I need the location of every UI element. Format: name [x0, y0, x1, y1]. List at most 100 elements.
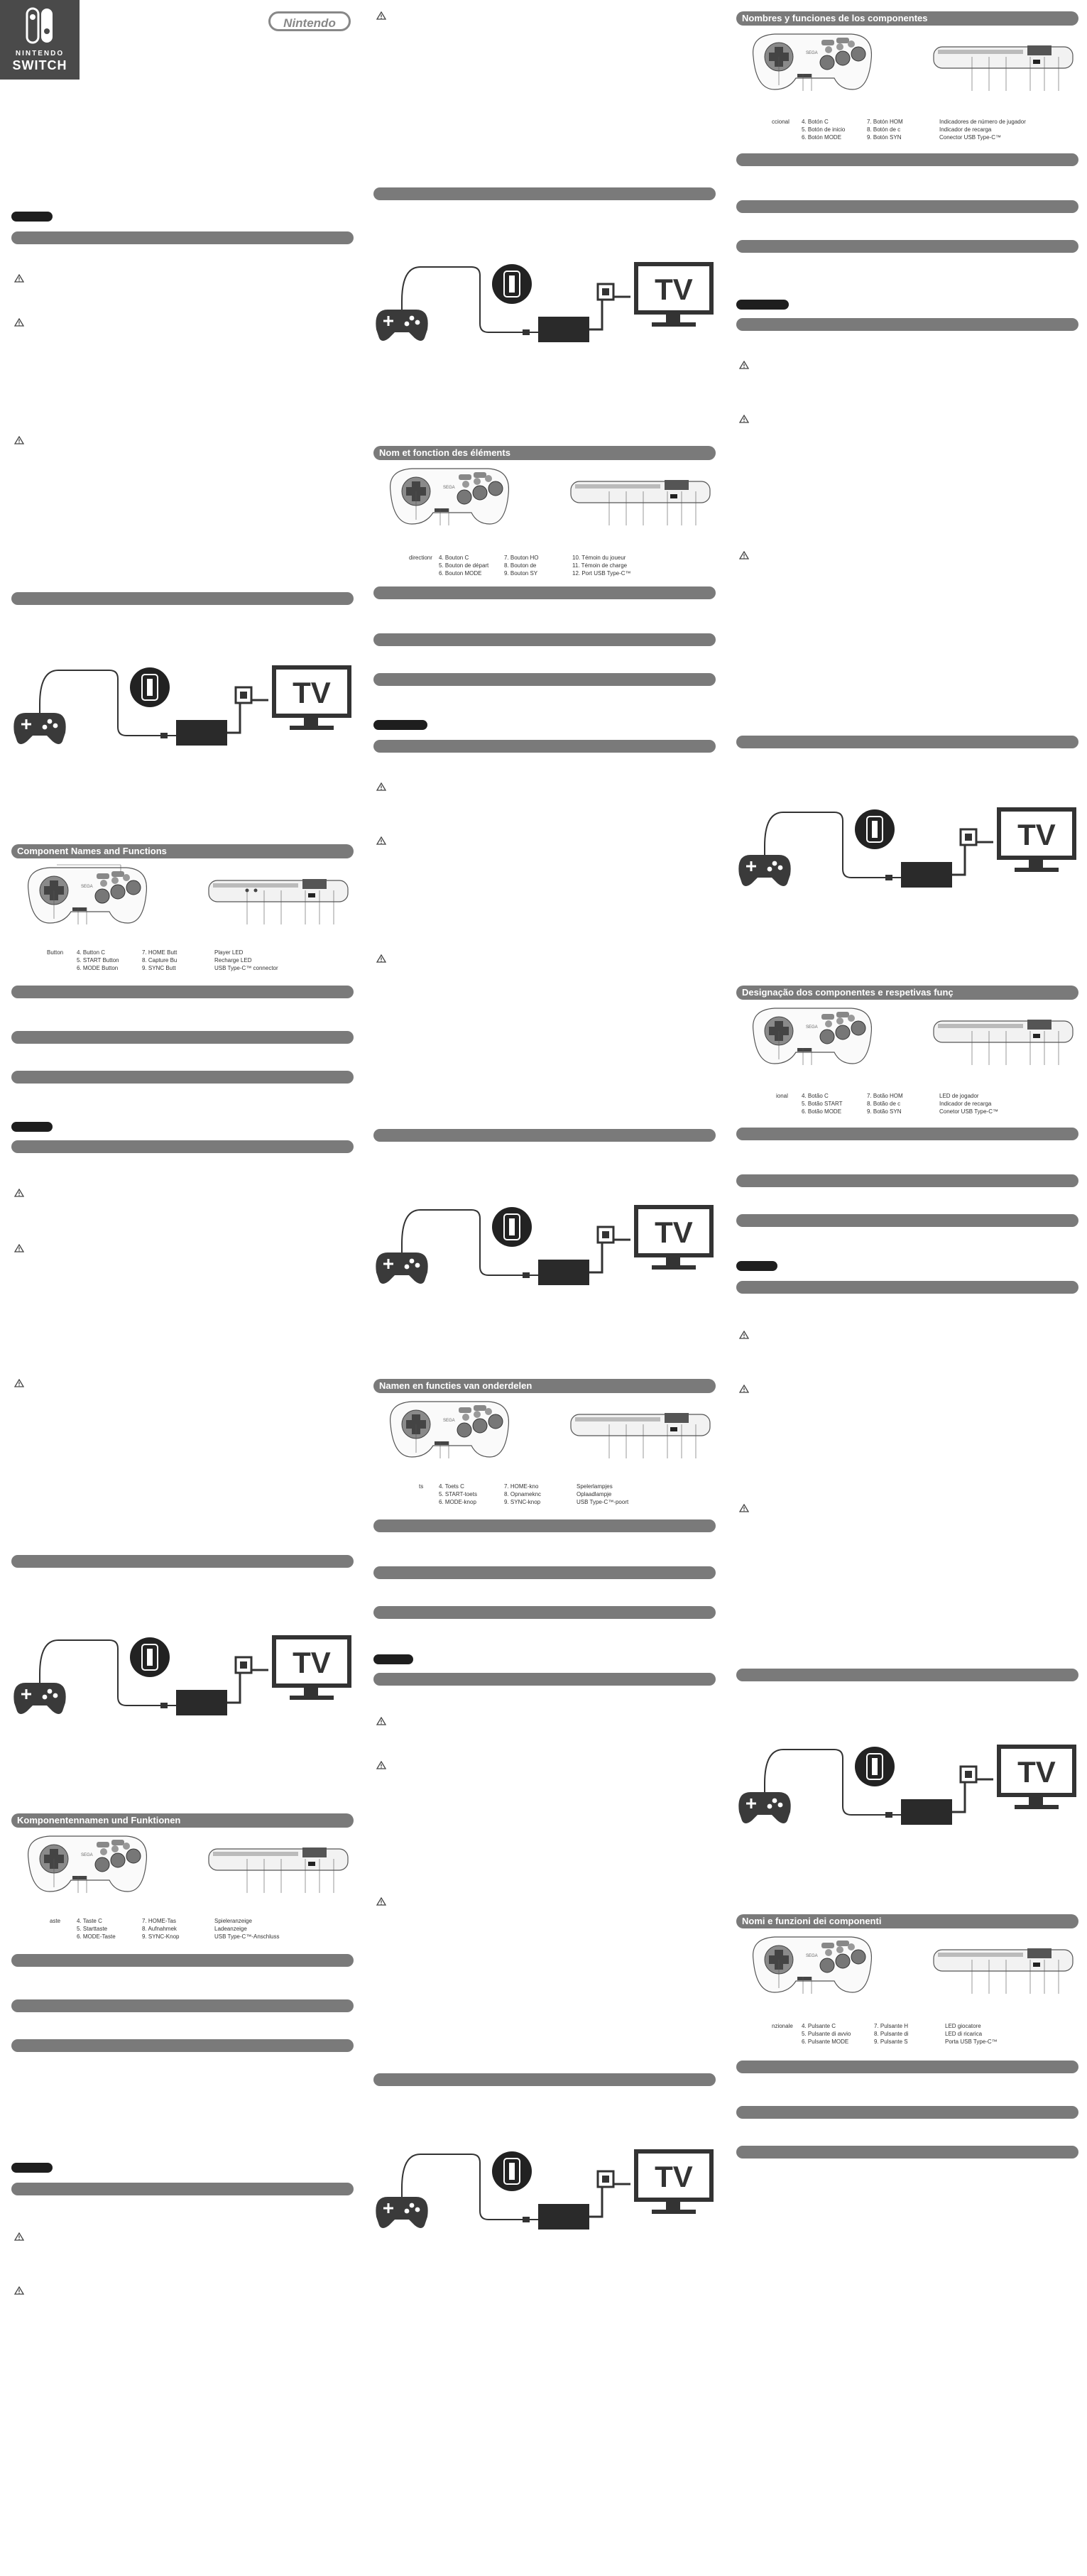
- controller-component-diagram: SEGA: [752, 1008, 1074, 1065]
- header-bar: [736, 736, 1078, 748]
- component-label: 11. Témoin de charge: [572, 562, 628, 569]
- component-label: 5. START-toets: [439, 1491, 477, 1497]
- component-label: LED de jogador: [939, 1093, 979, 1099]
- connection-diagram: TV: [13, 665, 351, 746]
- component-label: 9. Pulsante S: [874, 2039, 908, 2045]
- tv-label: TV: [1017, 1755, 1056, 1789]
- warning-icon: [739, 415, 749, 423]
- header-bar: [373, 633, 716, 646]
- sega-logo: SEGA: [443, 486, 455, 490]
- warning-icon: [14, 1244, 24, 1252]
- component-label: 4. Toets C: [439, 1483, 464, 1490]
- warning-icon: [739, 361, 749, 369]
- component-label: 12. Port USB Type-C™: [572, 570, 631, 577]
- component-label: 8. Pulsante di: [874, 2031, 909, 2037]
- section-title: Nombres y funciones de los componentes: [736, 11, 1078, 26]
- component-label: 6. Botão MODE: [802, 1108, 842, 1115]
- component-label: 9. SYNC-Knop: [142, 1933, 180, 1940]
- component-label: 7. Pulsante H: [874, 2023, 909, 2029]
- component-label: nzionale: [772, 2023, 793, 2029]
- component-label: 6. MODE Button: [77, 965, 119, 971]
- header-bar: [736, 2061, 1078, 2073]
- section-title: Designação dos componentes e respetivas …: [736, 986, 1078, 1000]
- connection-diagram: TV: [738, 1745, 1076, 1825]
- header-bar: [11, 2183, 354, 2195]
- component-label: 4. Pulsante C: [802, 2023, 836, 2029]
- header-bar: [736, 153, 1078, 166]
- controller-component-diagram: SEGA: [27, 1835, 349, 1893]
- component-label: 7. HOME Butt: [142, 949, 177, 956]
- component-label: 8. Aufnahmek: [142, 1926, 177, 1932]
- header-bar: [373, 586, 716, 599]
- component-label: Spelerlampjes: [577, 1483, 613, 1490]
- section-title: Nomi e funzioni dei componenti: [736, 1914, 1078, 1928]
- header-bar: [373, 1566, 716, 1579]
- switch-console-icon: [26, 7, 53, 44]
- component-label: 9. Botón SYN: [867, 134, 902, 141]
- component-label: 5. Starttaste: [77, 1926, 108, 1932]
- header-bar: [736, 240, 1078, 253]
- component-label: USB Type-C™-poort: [577, 1499, 629, 1505]
- warning-icon: [376, 954, 386, 963]
- component-label: USB Type-C™ connector: [214, 965, 278, 971]
- component-label: 7. Bouton HO: [504, 555, 539, 561]
- component-label: Player LED: [214, 949, 244, 956]
- header-bar: [736, 2146, 1078, 2159]
- component-label: LED giocatore: [945, 2023, 981, 2029]
- component-label: 5. Bouton de départ: [439, 562, 489, 569]
- section-pill: [373, 1654, 413, 1664]
- connection-diagram: TV: [376, 2149, 714, 2230]
- sega-logo: SEGA: [806, 51, 818, 55]
- warning-icon: [14, 2232, 24, 2241]
- warning-icon: [739, 551, 749, 560]
- warning-icon: [376, 1897, 386, 1906]
- header-bar: [11, 592, 354, 605]
- controller-component-diagram: SEGA: [27, 864, 349, 924]
- component-label: 9. Bouton SY: [504, 570, 538, 577]
- header-bar: [373, 673, 716, 686]
- header-bar: [373, 1519, 716, 1532]
- section-pill: [736, 1261, 777, 1271]
- header-bar: [11, 1555, 354, 1568]
- component-label: USB Type-C™-Anschluss: [214, 1933, 280, 1940]
- sega-logo: SEGA: [806, 1025, 818, 1030]
- header-bar: [736, 1128, 1078, 1140]
- component-label: 9. SYNC Butt: [142, 965, 176, 971]
- header-bar: [736, 1669, 1078, 1681]
- section-title: Komponentennamen und Funktionen: [11, 1813, 354, 1828]
- tv-label: TV: [655, 2160, 693, 2193]
- component-label: 8. Bouton de: [504, 562, 537, 569]
- component-label: 6. Bouton MODE: [439, 570, 482, 577]
- component-label: 5. START Button: [77, 957, 119, 964]
- warning-icon: [14, 1379, 24, 1387]
- connection-diagram: TV: [376, 262, 714, 342]
- header-bar: [11, 1031, 354, 1044]
- tv-label: TV: [293, 1646, 331, 1679]
- header-bar: [11, 1140, 354, 1153]
- controller-component-diagram: SEGA: [389, 468, 711, 525]
- connection-diagram: TV: [376, 1205, 714, 1285]
- component-label: 8. Botón de c: [867, 126, 901, 133]
- component-label: 4. Taste C: [77, 1918, 102, 1924]
- component-label: 7. HOME-kno: [504, 1483, 539, 1490]
- tv-label: TV: [293, 676, 331, 709]
- warning-icon: [376, 782, 386, 791]
- header-bar: [11, 231, 354, 244]
- controller-component-diagram: SEGA: [389, 1401, 711, 1458]
- component-label: Ladeanzeige: [214, 1926, 247, 1932]
- header-bar: [11, 1071, 354, 1084]
- component-label: Button: [47, 949, 64, 956]
- component-label: 4. Botón C: [802, 119, 829, 125]
- component-label: 9. SYNC-knop: [504, 1499, 541, 1505]
- sega-logo: SEGA: [81, 1853, 93, 1857]
- component-label: 6. MODE-Taste: [77, 1933, 116, 1940]
- header-bar: [736, 200, 1078, 213]
- header-bar: [373, 740, 716, 753]
- section-pill: [11, 2163, 53, 2173]
- sega-logo: SEGA: [806, 1954, 818, 1958]
- nintendo-wordmark: NINTENDO: [15, 50, 65, 58]
- tv-label: TV: [1017, 818, 1056, 851]
- connection-diagram: TV: [13, 1635, 351, 1715]
- header-bar: [736, 1174, 1078, 1187]
- component-label: 4. Botão C: [802, 1093, 829, 1099]
